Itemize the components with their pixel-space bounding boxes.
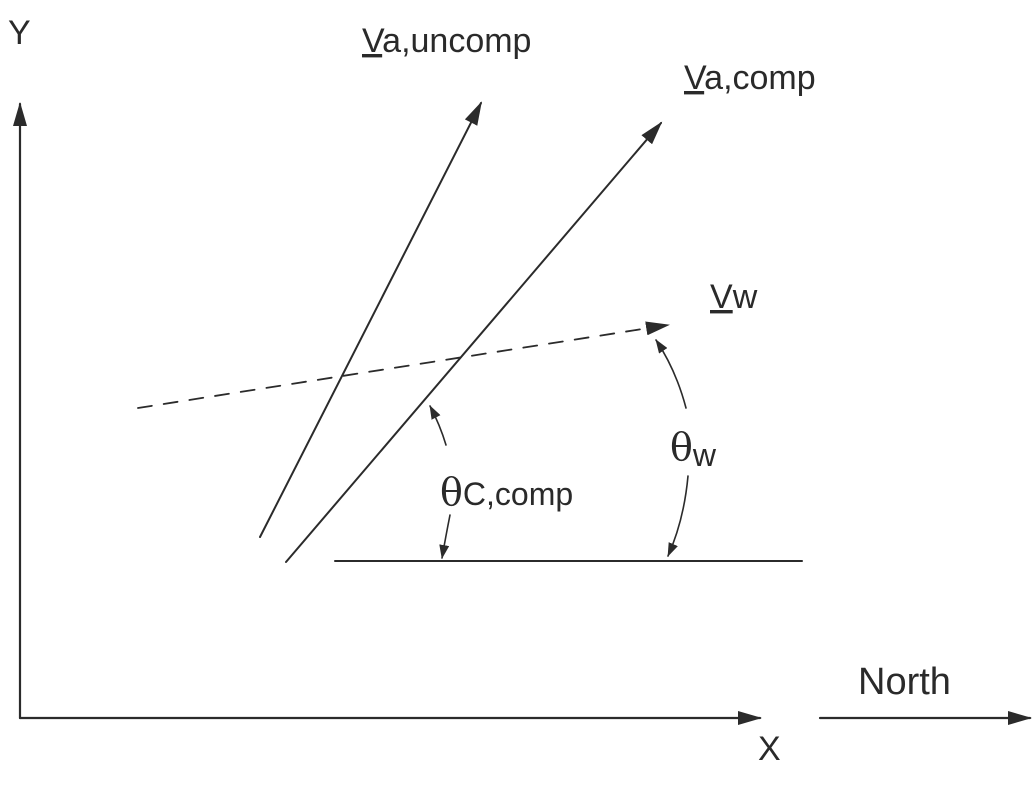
va-uncomp-label-v: V <box>362 22 385 60</box>
theta-c-comp-arc-upper <box>429 405 447 446</box>
va-uncomp-label-sub: a,uncomp <box>382 22 531 60</box>
va-comp-label-sub: a,comp <box>704 59 816 97</box>
theta-w-label: θw <box>670 425 717 473</box>
va-uncomp-vector <box>259 101 482 538</box>
theta-w-symbol: θ <box>670 425 693 469</box>
vw-vector <box>137 321 670 409</box>
va-comp-label-v: V <box>684 59 707 97</box>
vw-label-v: V <box>710 278 733 316</box>
va-comp-label: Va,comp <box>684 59 816 97</box>
north-label: North <box>858 661 951 703</box>
va-uncomp-label: Va,uncomp <box>362 22 531 60</box>
va-comp-vector <box>285 121 663 563</box>
vw-label-sub: w <box>732 278 758 316</box>
theta-w-subscript: w <box>692 437 717 473</box>
theta-w-arc-upper <box>655 339 687 409</box>
theta-c-comp-label: θC,comp <box>440 470 573 514</box>
theta-c-comp-subscript: C,comp <box>463 476 573 512</box>
vw-label: Vw <box>710 278 758 316</box>
x-axis-label: X <box>758 730 781 768</box>
theta-c-comp-symbol: θ <box>440 470 463 514</box>
theta-w-arc-lower <box>667 475 689 557</box>
theta-c-comp-arc-lower <box>439 514 451 559</box>
y-axis-label: Y <box>8 14 31 52</box>
